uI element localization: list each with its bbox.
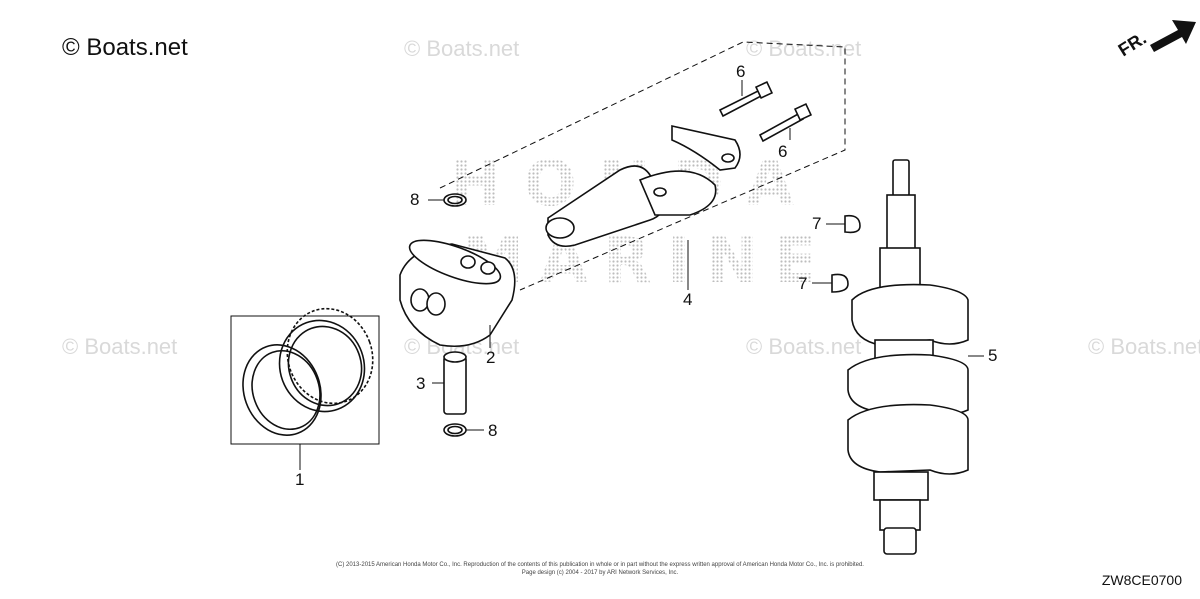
callout-2: 2 — [486, 348, 496, 367]
callout-6-upper: 6 — [736, 62, 746, 81]
connecting-rod — [545, 125, 741, 248]
conrod-group-frame — [439, 41, 846, 291]
crankshaft — [847, 159, 969, 555]
copyright-watermark: © Boats.net — [404, 36, 520, 61]
copyright-footer-line1: (C) 2013-2015 American Honda Motor Co., … — [336, 562, 864, 568]
callout-5: 5 — [988, 346, 998, 365]
callout-7-lower: 7 — [798, 274, 808, 293]
woodruff-keys — [831, 214, 861, 293]
callout-8-lower: 8 — [488, 421, 498, 440]
callout-7-upper: 7 — [812, 214, 822, 233]
callout-8-upper: 8 — [410, 190, 420, 209]
leader-lines — [299, 80, 984, 470]
copyright-watermark: © Boats.net — [746, 36, 862, 61]
piston-rings — [242, 307, 374, 436]
callout-4: 4 — [683, 290, 693, 309]
copyright-footer-line2: Page design (c) 2004 - 2017 by ARI Netwo… — [521, 570, 679, 576]
callout-1: 1 — [295, 470, 305, 489]
front-direction-arrow-icon — [1150, 20, 1196, 52]
piston-pin — [443, 351, 467, 415]
copyright-watermark: © Boats.net — [1088, 334, 1200, 359]
copyright-watermark: © Boats.net — [62, 334, 178, 359]
copyright-watermark: © Boats.net — [746, 334, 862, 359]
conrod-bolts — [718, 80, 813, 143]
callout-3: 3 — [416, 374, 426, 393]
copyright-watermark-main: © Boats.net — [62, 34, 188, 61]
brand-stipple-line2: MARINE — [462, 224, 833, 297]
piston — [399, 239, 516, 348]
callout-6-lower: 6 — [778, 142, 788, 161]
diagram-code: ZW8CE0700 — [1101, 572, 1182, 588]
